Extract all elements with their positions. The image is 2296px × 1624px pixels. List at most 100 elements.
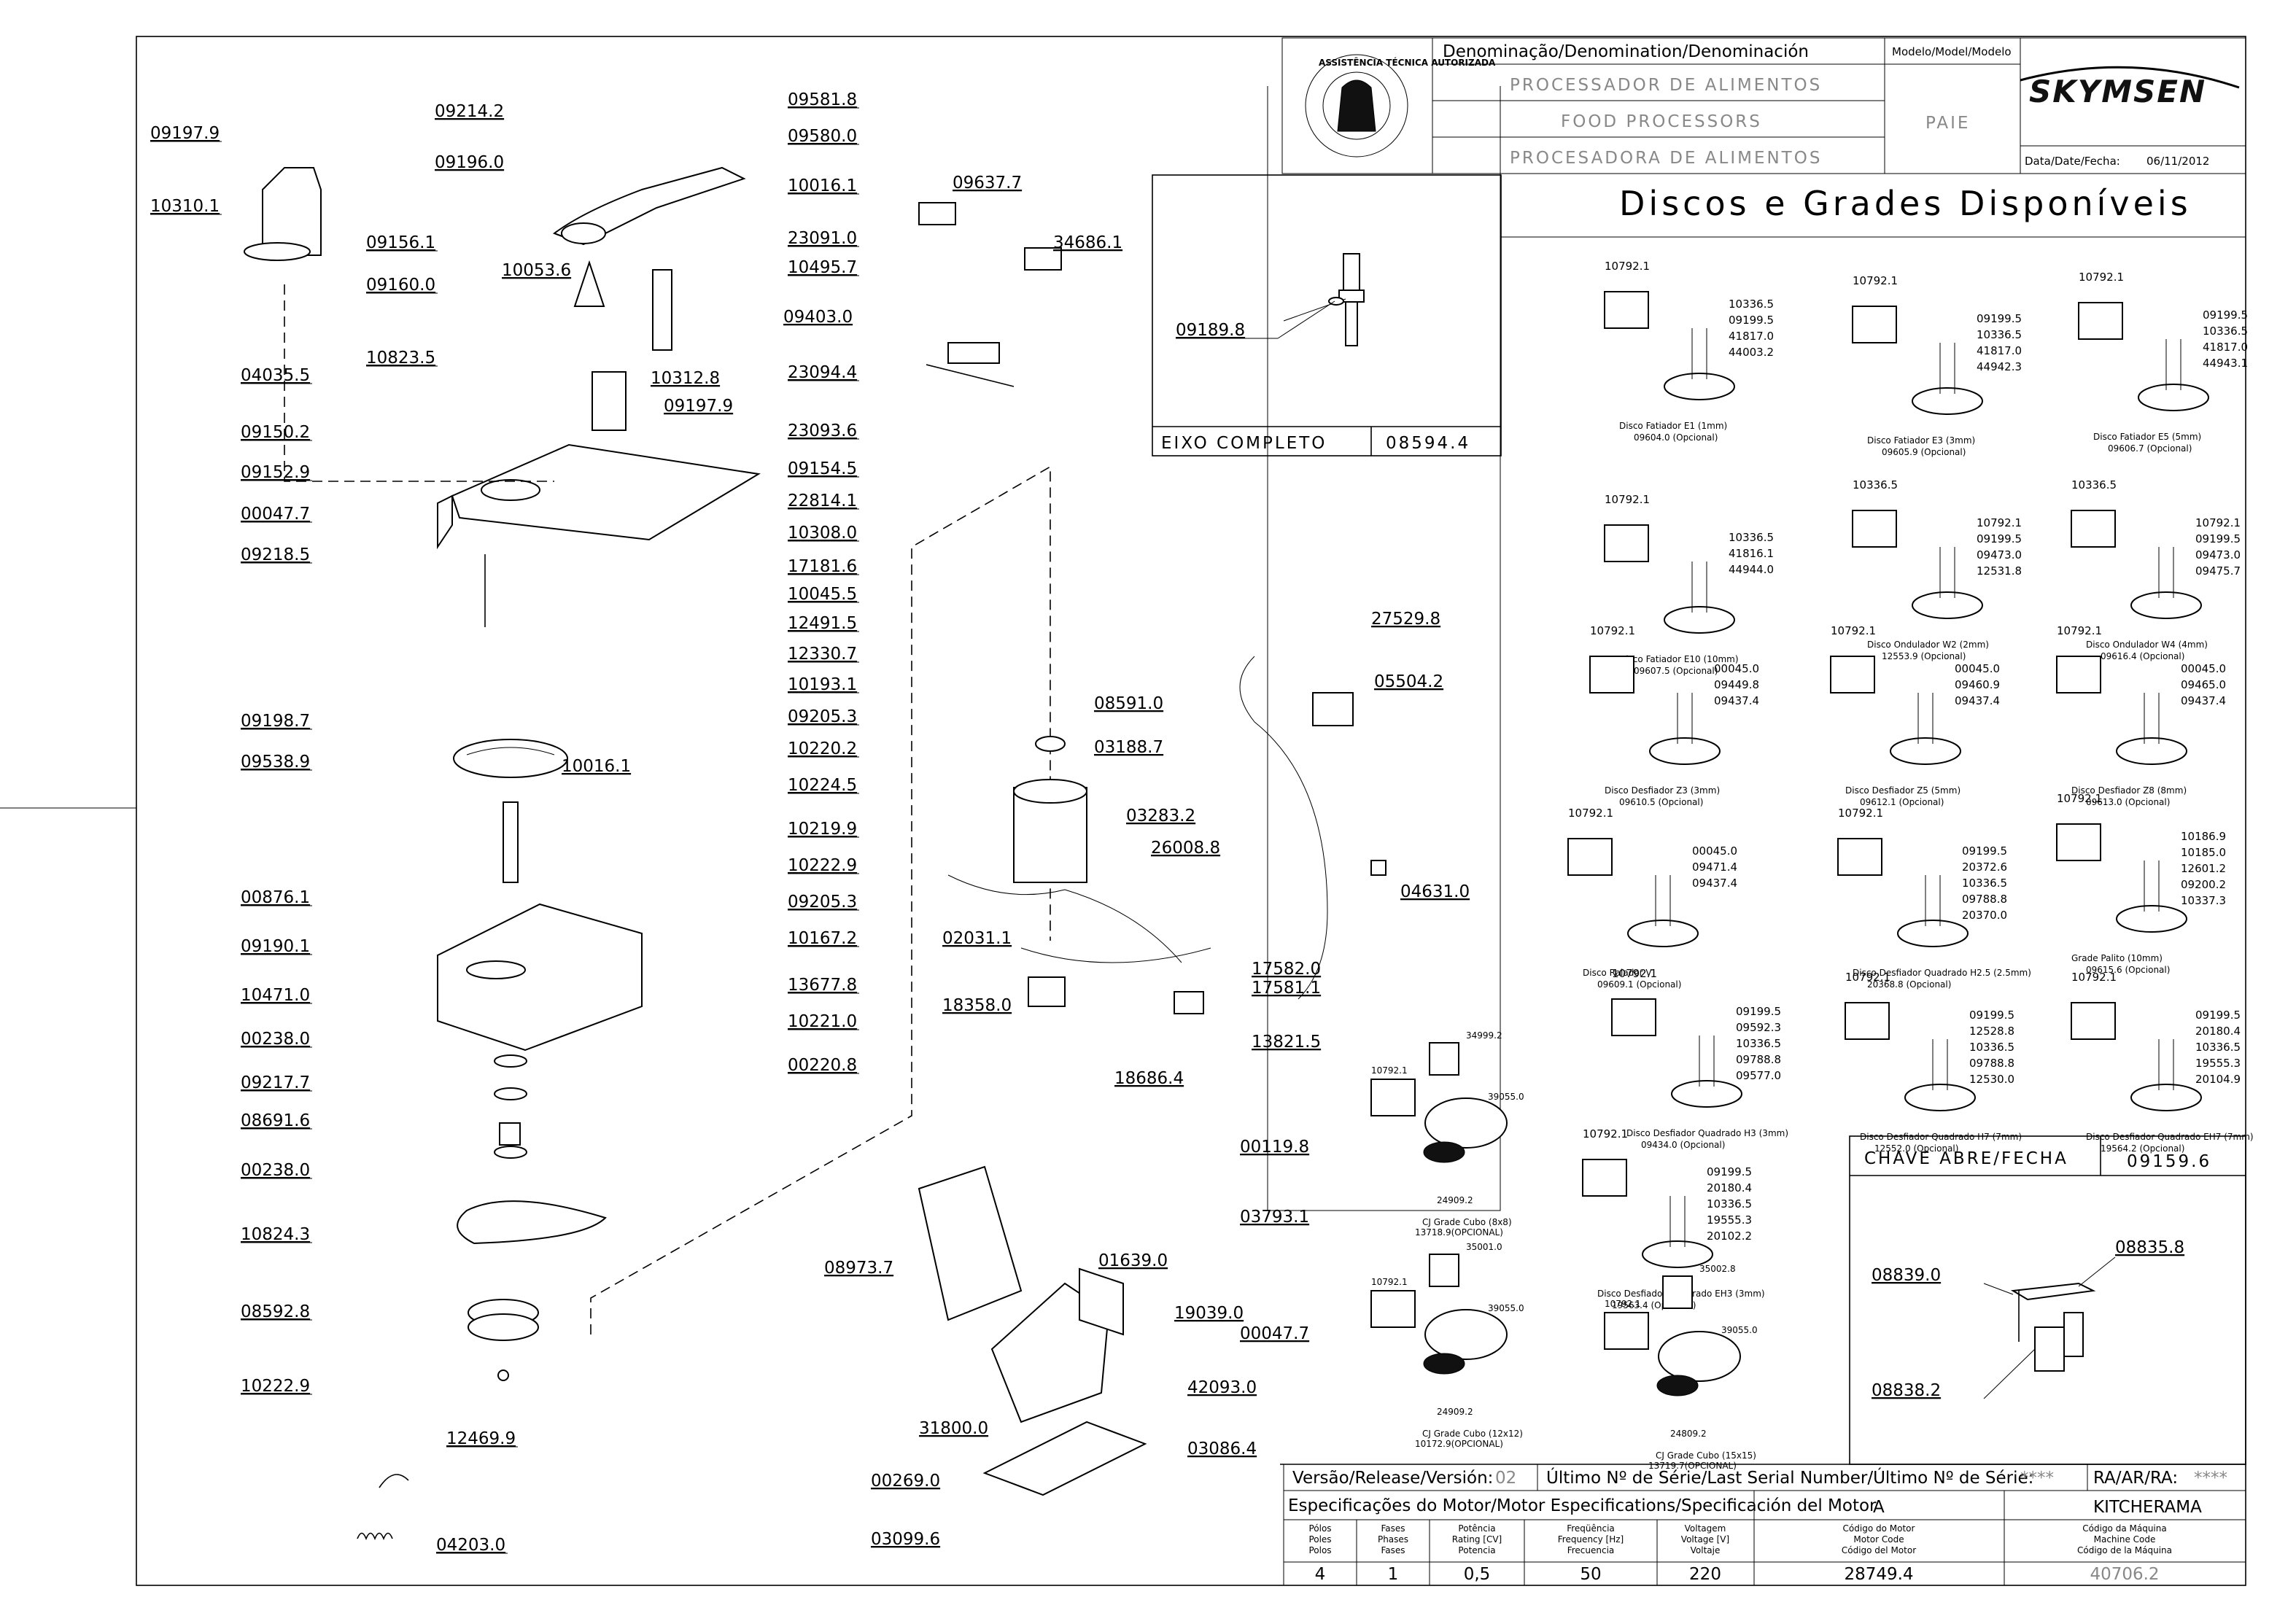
left-part-label: 09156.1 <box>366 233 435 252</box>
motor-part-label: 02031.1 <box>942 929 1012 948</box>
motor-part-label: 42093.0 <box>1187 1378 1257 1397</box>
motor-part-label: 09637.7 <box>953 174 1022 193</box>
disc-part-label: 09199.5 <box>1977 312 2022 325</box>
disc-holder-icon <box>1604 291 1649 329</box>
grid-part-label: 39055.0 <box>1488 1303 1524 1313</box>
rev-value: A <box>1873 1498 1885 1517</box>
footer-header-cell: Fases <box>1381 1523 1405 1534</box>
motor-part-label: 26008.8 <box>1151 839 1220 858</box>
disc-part-label: 09471.4 <box>1692 860 1737 874</box>
left-part-label: 04203.0 <box>436 1536 505 1555</box>
disc-part-label: 10336.5 <box>1729 298 1774 311</box>
disc-part-label: 10336.5 <box>1707 1197 1752 1211</box>
disc-part-label: 09199.5 <box>2203 308 2248 322</box>
footer-header-cell: Código del Motor <box>1842 1545 1916 1555</box>
disc-part-label: 10792.1 <box>1831 624 1876 637</box>
disc-icon <box>1649 737 1721 765</box>
top-part-label: 10053.6 <box>502 261 571 280</box>
disc-name: Disco Desfiador Quadrado EH7 (7mm) <box>2086 1132 2254 1142</box>
disc-icon <box>2130 1084 2202 1111</box>
right-part-label: 17181.6 <box>788 557 857 576</box>
disc-part-label: 09437.4 <box>1714 694 1759 707</box>
left-part-label: 00238.0 <box>241 1030 310 1049</box>
motor-part-label: 00119.8 <box>1240 1138 1309 1157</box>
right-part-label: 10224.5 <box>788 776 857 795</box>
name-es: PROCESADORA DE ALIMENTOS <box>1510 149 1822 168</box>
disc-item: 10792.110186.910185.012601.209200.210337… <box>2056 792 2226 975</box>
motor-part-label: 03793.1 <box>1240 1208 1309 1227</box>
motor-part-label: 04631.0 <box>1400 882 1470 901</box>
right-part-label: 09154.5 <box>788 459 857 478</box>
kitcherama: KITCHERAMA <box>2093 1498 2202 1517</box>
disc-part-label: 10792.1 <box>1845 971 1890 984</box>
model-label: Modelo/Model/Modelo <box>1892 45 2012 58</box>
motor-part-label: 19039.0 <box>1174 1304 1244 1323</box>
left-part-label: 00047.7 <box>241 505 310 524</box>
motor-part-label: 18686.4 <box>1114 1069 1184 1088</box>
disc-part-label: 09460.9 <box>1955 678 2000 691</box>
disc-icon <box>2138 384 2209 411</box>
disc-part-label: 10336.5 <box>1977 328 2022 341</box>
grid-part-label: 35001.0 <box>1466 1242 1502 1252</box>
right-part-label: 23094.4 <box>788 363 857 382</box>
release-value: 02 <box>1495 1469 1516 1488</box>
grid-code: 13718.9(OPCIONAL) <box>1415 1227 1503 1238</box>
disc-name: Disco Desfiador Quadrado H2.5 (2.5mm) <box>1853 968 2031 978</box>
switch-part-1: 08839.0 <box>1872 1266 1941 1285</box>
grid-part-label: 39055.0 <box>1488 1092 1524 1102</box>
disc-part-label: 09200.2 <box>2181 878 2226 891</box>
disc-part-label: 20372.6 <box>1962 860 2007 874</box>
right-part-label: 10193.1 <box>788 675 857 694</box>
grid-part-label: 39055.0 <box>1721 1325 1758 1335</box>
disc-part-label: 20104.9 <box>2195 1073 2241 1086</box>
right-part-label: 13677.8 <box>788 976 857 995</box>
footer-header-cell: Voltagem <box>1685 1523 1726 1534</box>
disc-part-label: 41817.0 <box>1977 344 2022 357</box>
footer-header-cell: Código da Máquina <box>2082 1523 2166 1534</box>
disc-icon <box>1671 1080 1742 1108</box>
disc-code: 19564.2 (Opcional) <box>2101 1143 2184 1154</box>
cube-grid-icon <box>1662 1275 1693 1309</box>
shaft-code: 08594.4 <box>1386 434 1470 453</box>
left-part-label: 09190.1 <box>241 937 310 956</box>
disc-part-label: 10792.1 <box>2057 792 2102 805</box>
right-part-label: 09581.8 <box>788 90 857 109</box>
release-label: Versão/Release/Versión: <box>1292 1469 1493 1488</box>
disc-part-label: 10336.5 <box>1729 531 1774 544</box>
footer-value-cell: 1 <box>1388 1565 1399 1584</box>
grid-part-label: 24909.2 <box>1437 1195 1473 1205</box>
disc-code: 09607.5 (Opcional) <box>1634 666 1718 676</box>
disc-part-label: 10792.1 <box>2071 971 2117 984</box>
disc-part-label: 10336.5 <box>1962 877 2007 890</box>
right-part-label: 10220.2 <box>788 739 857 758</box>
disc-part-label: 09199.5 <box>1736 1005 1781 1018</box>
grid-part-label: 10792.1 <box>1371 1065 1408 1076</box>
footer-value-cell: 0,5 <box>1464 1565 1491 1584</box>
grid-part-label: 10792.1 <box>1371 1277 1408 1287</box>
left-part-label: 10823.5 <box>366 349 435 368</box>
disc-part-label: 10792.1 <box>1605 260 1650 273</box>
disc-code: 20368.8 (Opcional) <box>1867 979 1951 990</box>
disc-part-label: 09465.0 <box>2181 678 2226 691</box>
disc-holder-icon <box>1845 1002 1890 1040</box>
disc-icon <box>1912 387 1983 415</box>
disc-name: Disco Ondulador W2 (2mm) <box>1867 640 1989 650</box>
disc-holder-icon <box>2056 823 2101 861</box>
disc-part-label: 00045.0 <box>1714 662 1759 675</box>
right-part-label: 09580.0 <box>788 127 857 146</box>
disc-holder-icon <box>2078 302 2123 340</box>
motor-part-label: 18358.0 <box>942 996 1012 1015</box>
footer-header-cell: Polos <box>1308 1545 1331 1555</box>
disc-part-label: 10336.5 <box>1969 1041 2014 1054</box>
right-part-label: 10308.0 <box>788 524 857 543</box>
disc-part-label: 12531.8 <box>1977 564 2022 578</box>
left-part-label: 10222.9 <box>241 1377 310 1396</box>
disc-holder-icon <box>1370 1079 1416 1116</box>
grid-part-label: 24909.2 <box>1437 1407 1473 1417</box>
disc-icon <box>1897 920 1969 947</box>
right-part-label: 10222.9 <box>788 856 857 875</box>
left-part-label: 09538.9 <box>241 753 310 772</box>
disc-code: 09610.5 (Opcional) <box>1619 797 1703 807</box>
